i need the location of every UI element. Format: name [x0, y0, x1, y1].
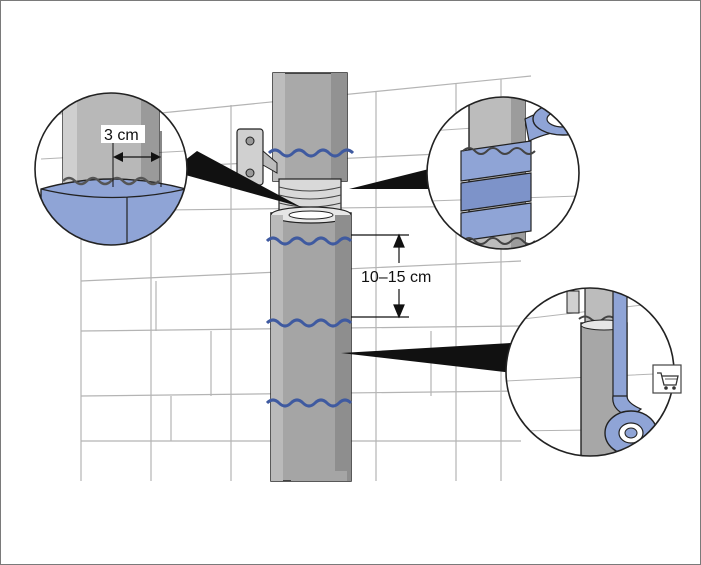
spacing-dimension — [351, 233, 409, 319]
gap-width-label: 3 cm — [104, 127, 139, 144]
detail-tape-wrap-circle — [426, 96, 580, 250]
shopping-cart-icon — [652, 364, 682, 394]
binding-wires — [265, 148, 355, 408]
detail-gap-circle — [34, 92, 188, 246]
detail-tape-roll-circle — [505, 287, 675, 457]
callout-pointers — [171, 151, 513, 373]
main-pipe — [270, 72, 352, 482]
pipe-bracket — [236, 128, 278, 186]
spacing-label: 10–15 cm — [361, 269, 431, 286]
